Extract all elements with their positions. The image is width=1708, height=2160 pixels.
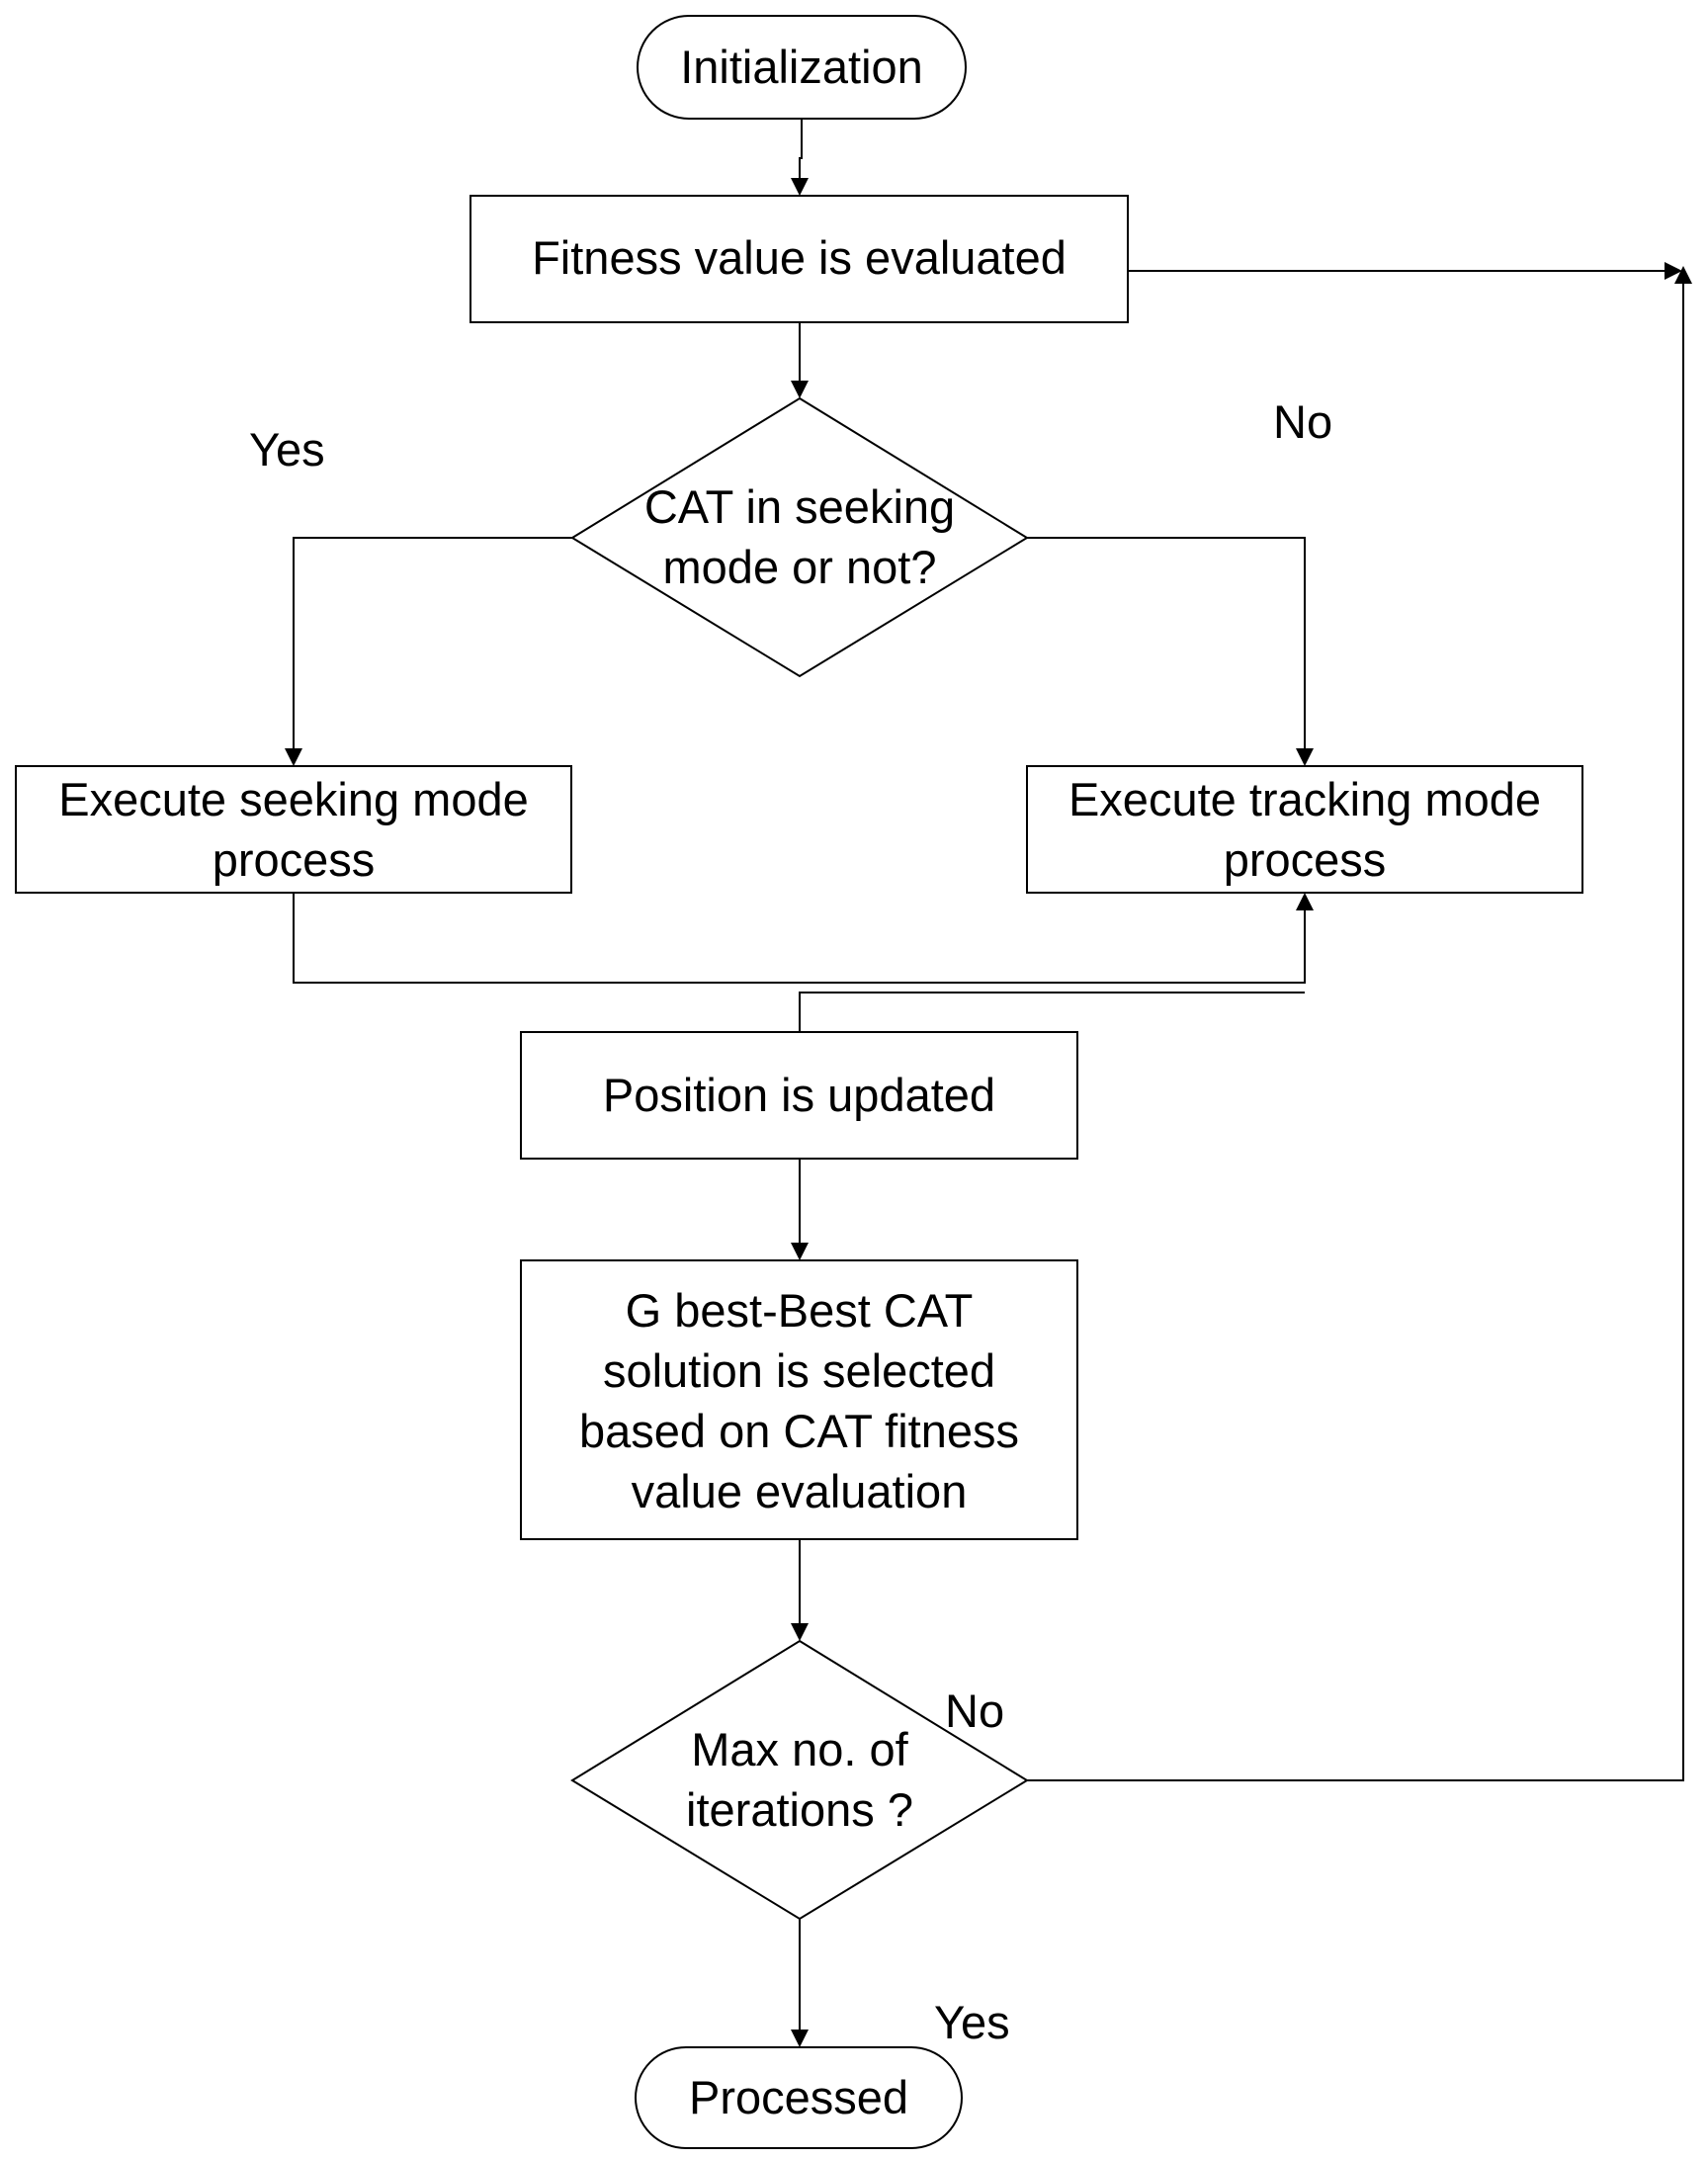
edge-decision-yes-to-seeking-arrowhead [285, 748, 302, 766]
edge-max-iterations-no-loop [1027, 284, 1684, 1781]
seeking-yes-label: Yes [249, 423, 325, 475]
max-iterations-decision-label: Max no. of iterations ? [686, 1723, 913, 1836]
edge-max-iterations-no-loop-arrowhead [1674, 266, 1692, 284]
edge-decision-no-to-tracking [1027, 537, 1306, 748]
processed-node [635, 2046, 963, 2149]
initialization-label: Initialization [680, 41, 923, 93]
position-updated-label: Position is updated [602, 1069, 996, 1121]
seeking-decision-node [570, 396, 1029, 678]
iterations-yes-label: Yes [934, 1996, 1010, 2048]
edge-fitness-to-seeking-decision-arrowhead [791, 381, 809, 398]
seeking-no-label: No [1273, 395, 1333, 448]
edge-to-tracking-arrowhead [1296, 893, 1314, 910]
gbest-selected-node [520, 1259, 1078, 1540]
seeking-decision-label: CAT in seeking mode or not? [643, 480, 956, 593]
fitness-evaluated-node [470, 195, 1129, 323]
fitness-evaluated-label: Fitness value is evaluated [532, 231, 1067, 284]
processed-label: Processed [688, 2071, 909, 2123]
edge-initialization-to-fitness-arrowhead [791, 178, 809, 196]
edge-position-to-tracking [799, 992, 1305, 1032]
edge-fitness-to-loop-arrowhead [1665, 262, 1682, 280]
edge-decision-no-to-tracking-arrowhead [1296, 748, 1314, 766]
tracking-process-label: Execute tracking mode process [1068, 773, 1542, 886]
edge-gbest-to-max-iterations-arrowhead [791, 1623, 809, 1641]
edge-decision-yes-to-seeking [293, 537, 572, 748]
gbest-selected-label: G best-Best CAT solution is selected bas… [578, 1284, 1019, 1517]
edge-max-iterations-yes-to-processed-arrowhead [791, 2030, 809, 2047]
edge-seeking-to-tracking [293, 893, 1306, 984]
iterations-no-label: No [945, 1685, 1005, 1737]
seeking-process-label: Execute seeking mode process [58, 773, 529, 886]
edge-initialization-to-fitness [799, 119, 803, 178]
edge-position-to-gbest-arrowhead [791, 1243, 809, 1260]
